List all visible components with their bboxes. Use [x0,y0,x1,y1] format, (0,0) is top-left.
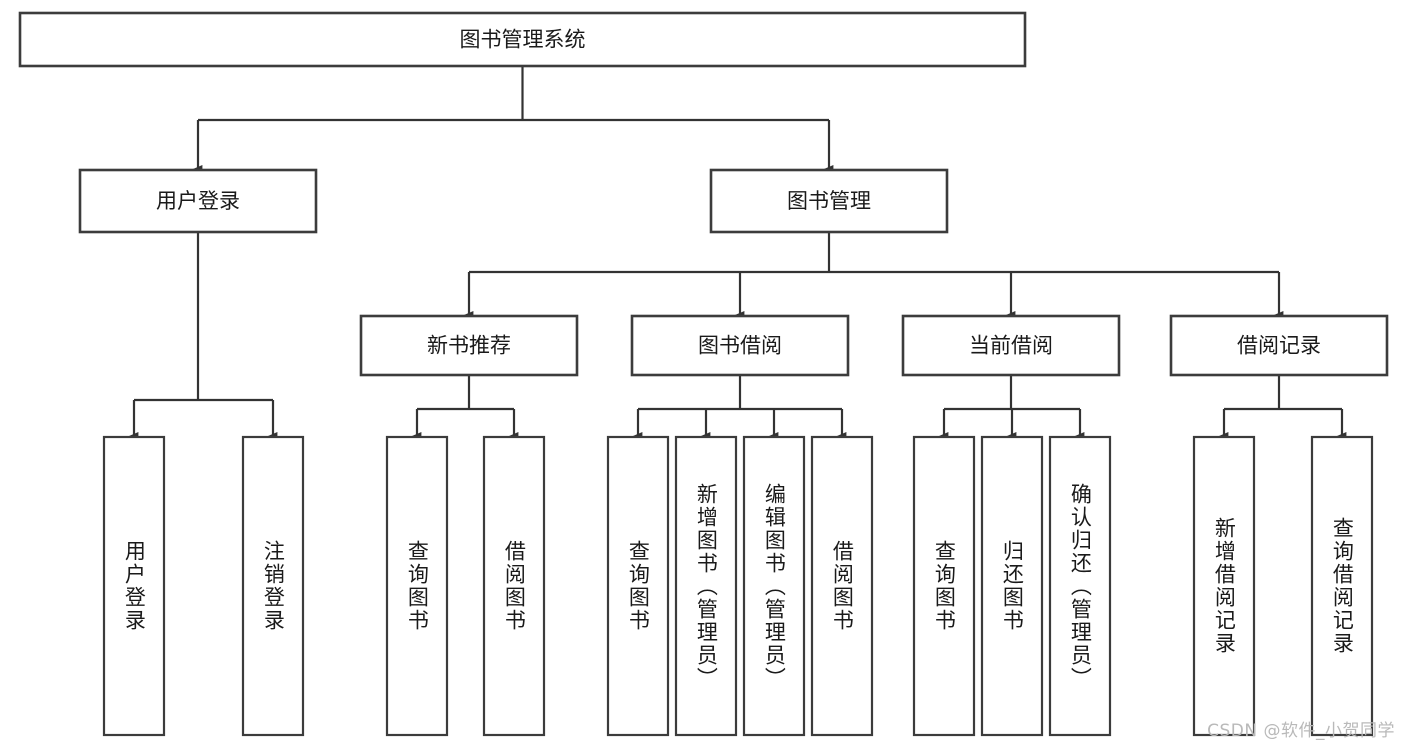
node-box-leaf-add-record[interactable] [1192,435,1256,737]
edge-layer [129,66,1347,440]
node-box-book-manage[interactable] [709,168,949,234]
node-box-leaf-query-book-2[interactable] [606,435,670,737]
node-box-root[interactable] [18,11,1027,68]
node-label-current-borrow: 当前借阅 [969,334,1053,358]
node-box-leaf-logout[interactable] [241,435,305,737]
node-box-leaf-query-record[interactable] [1310,435,1374,737]
node-label-borrow-record: 借阅记录 [1237,334,1321,358]
node-box-book-borrow[interactable] [630,314,850,377]
node-box-leaf-return-book[interactable] [980,435,1044,737]
node-label-book-borrow: 图书借阅 [698,334,782,358]
node-box-leaf-query-book-1[interactable] [385,435,449,737]
node-box-leaf-borrow-book-2[interactable] [810,435,874,737]
node-box-user-login[interactable] [78,168,318,234]
node-box-leaf-confirm-return[interactable] [1048,435,1112,737]
node-box-new-book-rec[interactable] [359,314,579,377]
node-box-leaf-user-login[interactable] [102,435,166,737]
node-box-layer [18,11,1389,737]
node-label-book-manage: 图书管理 [787,189,871,213]
node-box-current-borrow[interactable] [901,314,1121,377]
node-box-leaf-query-book-3[interactable] [912,435,976,737]
node-box-leaf-add-book[interactable] [674,435,738,737]
watermark: CSDN @软件_小贺同学 [1207,721,1395,741]
node-box-borrow-record[interactable] [1169,314,1389,377]
node-label-root: 图书管理系统 [460,28,586,52]
node-box-leaf-edit-book[interactable] [742,435,806,737]
node-box-leaf-borrow-book-1[interactable] [482,435,546,737]
node-label-user-login: 用户登录 [156,189,240,213]
node-label-new-book-rec: 新书推荐 [427,334,511,358]
